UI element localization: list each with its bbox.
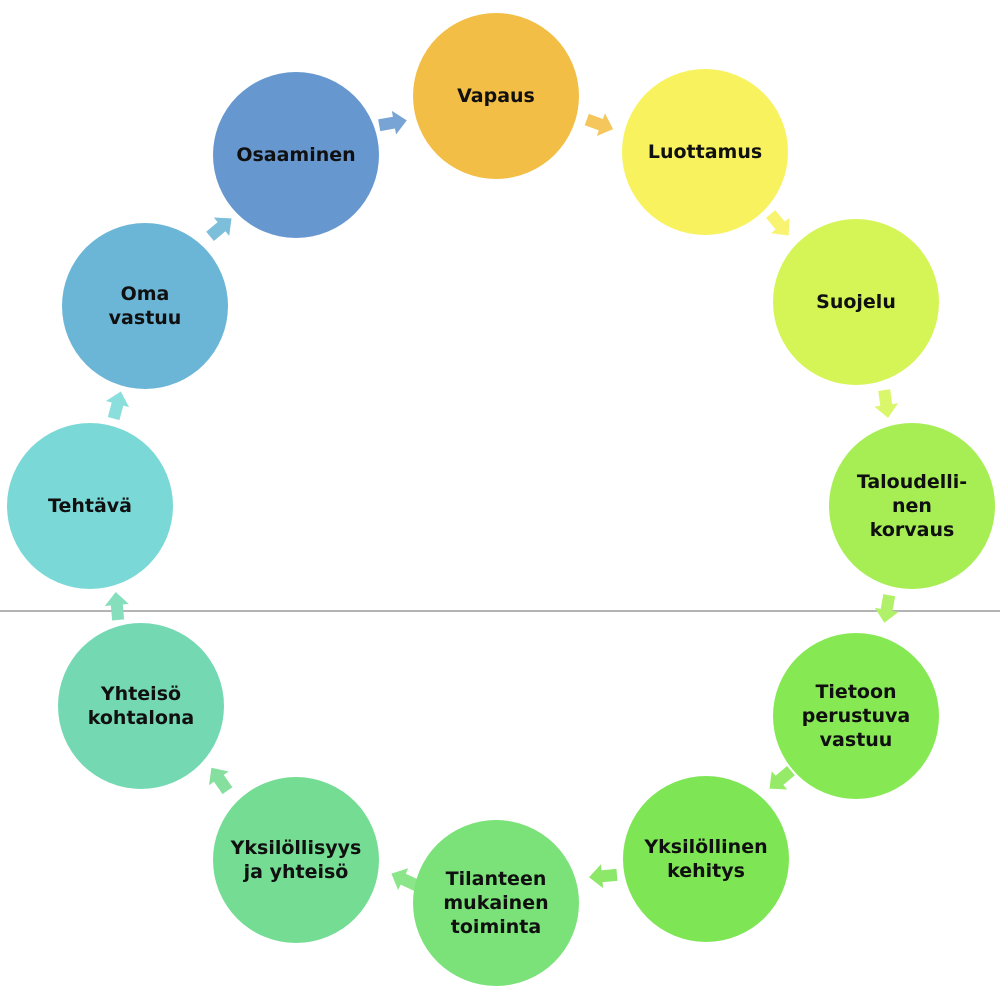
- flow-arrow-icon: [206, 217, 232, 241]
- flow-arrow-icon: [104, 592, 129, 621]
- node-group: VapausLuottamusSuojeluTaloudelli-nenkorv…: [7, 13, 995, 986]
- flow-arrow-icon: [874, 389, 899, 418]
- node-label-line: toiminta: [451, 916, 541, 938]
- node-circle: [58, 623, 224, 789]
- node-circle: [413, 13, 579, 179]
- node-circle: [773, 219, 939, 385]
- flow-arrow-icon: [584, 113, 614, 136]
- arrow-group: [104, 110, 899, 891]
- node-label-line: nen: [892, 495, 932, 517]
- node-circle: [7, 423, 173, 589]
- node-label-line: kohtalona: [88, 707, 195, 729]
- flow-arrow-icon: [589, 864, 618, 889]
- node-label-line: vastuu: [820, 729, 893, 751]
- node-label-line: perustuva: [802, 705, 911, 727]
- node-label-line: Osaaminen: [236, 144, 355, 166]
- flow-arrow-icon: [874, 594, 899, 623]
- node-luottamus: Luottamus: [622, 69, 788, 235]
- node-label-line: vastuu: [109, 307, 182, 329]
- flow-arrow-icon: [378, 110, 407, 135]
- flow-arrow-icon: [209, 767, 233, 795]
- flow-arrow-icon: [769, 766, 795, 790]
- node-circle: [623, 776, 789, 942]
- node-label-line: Yksilöllinen: [643, 836, 767, 858]
- node-circle: [829, 423, 995, 589]
- flow-arrow-icon: [105, 391, 130, 421]
- node-circle: [213, 72, 379, 238]
- node-label-line: Oma: [121, 283, 170, 305]
- node-label-line: Yhteisö: [100, 683, 181, 705]
- node-label-line: Tilanteen: [446, 868, 547, 890]
- node-vapaus: Vapaus: [413, 13, 579, 179]
- node-tehtava: Tehtävä: [7, 423, 173, 589]
- node-circle: [213, 777, 379, 943]
- node-label-line: Suojelu: [816, 291, 896, 313]
- node-suojelu: Suojelu: [773, 219, 939, 385]
- node-osaaminen: Osaaminen: [213, 72, 379, 238]
- node-circle: [622, 69, 788, 235]
- node-label-line: ja yhteisö: [243, 861, 349, 883]
- node-label-line: Vapaus: [457, 85, 535, 107]
- node-label-line: korvaus: [870, 519, 955, 541]
- node-label-line: Taloudelli-: [857, 471, 967, 493]
- node-circle: [773, 633, 939, 799]
- flow-arrow-icon: [391, 868, 420, 891]
- node-label-line: Tehtävä: [48, 495, 132, 517]
- node-circle: [413, 820, 579, 986]
- flow-arrow-icon: [766, 210, 790, 236]
- node-label-line: kehitys: [667, 860, 745, 882]
- node-label-line: Tietoon: [815, 681, 896, 703]
- node-label-line: Luottamus: [648, 141, 762, 163]
- node-label-line: Yksilöllisyys: [230, 837, 362, 859]
- node-circle: [62, 223, 228, 389]
- node-label-line: mukainen: [443, 892, 548, 914]
